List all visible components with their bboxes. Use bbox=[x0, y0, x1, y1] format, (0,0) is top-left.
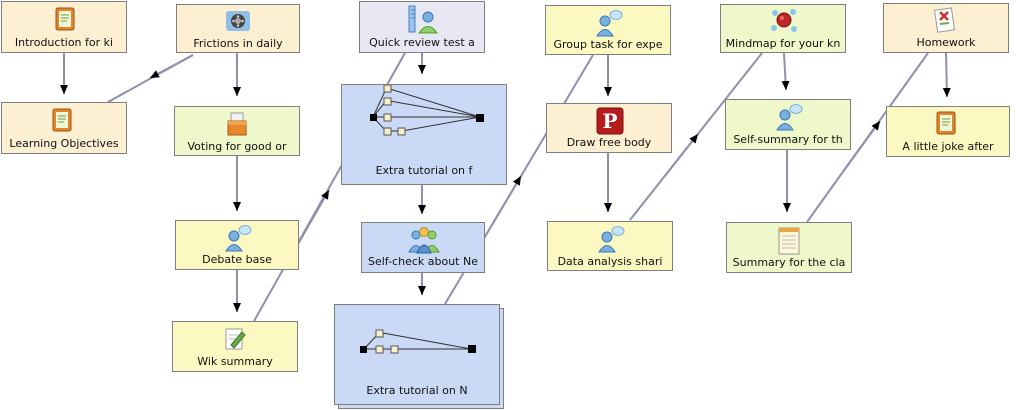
notebook-icon bbox=[55, 7, 75, 31]
checklist-icon bbox=[933, 7, 956, 33]
node-debate[interactable]: Debate base bbox=[175, 220, 299, 270]
node-draw-free-body[interactable]: P Draw free body bbox=[546, 103, 672, 153]
chat-bubbles-icon bbox=[598, 226, 625, 253]
node-self-check[interactable]: Self-check about Ne bbox=[361, 222, 485, 273]
group-icon bbox=[408, 227, 440, 254]
node-wik-summary[interactable]: Wik summary bbox=[172, 321, 298, 372]
mindmap-bubbles-icon bbox=[771, 9, 797, 32]
node-group-task[interactable]: Group task for expe bbox=[545, 5, 671, 55]
node-label: Homework bbox=[916, 36, 976, 49]
node-data-analysis[interactable]: Data analysis shari bbox=[547, 221, 673, 271]
connector-mindmap-to-self-summary bbox=[781, 52, 790, 91]
node-label: Frictions in daily bbox=[193, 37, 283, 50]
chat-bubbles-icon bbox=[225, 225, 252, 252]
node-label: Summary for the cla bbox=[732, 256, 846, 269]
node-label: Introduction for ki bbox=[14, 36, 114, 49]
film-reel-icon bbox=[226, 11, 250, 31]
node-introduction[interactable]: Introduction for ki bbox=[1, 1, 127, 53]
node-label: Self-check about Ne bbox=[368, 255, 478, 268]
node-voting[interactable]: Voting for good or bbox=[174, 106, 300, 156]
node-label: Draw free body bbox=[566, 136, 652, 149]
node-self-summary[interactable]: Self-summary for th bbox=[725, 99, 851, 150]
node-label: Quick review test a bbox=[369, 36, 475, 49]
connector-frictions-arrowhead bbox=[149, 54, 194, 79]
chat-bubbles-icon bbox=[596, 10, 623, 37]
node-label: Voting for good or bbox=[187, 140, 287, 153]
notebook-icon bbox=[52, 108, 72, 132]
test-tube-icon bbox=[408, 5, 438, 34]
node-label: Self-summary for th bbox=[733, 133, 843, 146]
node-little-joke[interactable]: A little joke after bbox=[886, 106, 1010, 157]
ballot-box-icon bbox=[227, 112, 247, 136]
node-label: Data analysis shari bbox=[557, 255, 663, 268]
sequence-flow-icon bbox=[360, 329, 476, 354]
letter-p-icon: P bbox=[596, 107, 624, 135]
node-label: Learning Objectives bbox=[9, 137, 119, 150]
node-label: Mindmap for your kn bbox=[725, 37, 841, 50]
node-summary-cla[interactable]: Summary for the cla bbox=[726, 222, 852, 273]
chat-bubbles-icon bbox=[776, 104, 803, 131]
node-label: Wik summary bbox=[197, 355, 273, 368]
connector-data-analysis-arrowhead bbox=[663, 133, 699, 178]
node-homework[interactable]: Homework bbox=[883, 3, 1009, 53]
node-label: Group task for expe bbox=[553, 38, 663, 51]
pencil-note-icon bbox=[225, 328, 246, 350]
node-label: Debate base bbox=[202, 253, 272, 266]
node-label: Extra tutorial on N bbox=[366, 384, 468, 397]
node-extra-tutorial-n[interactable]: Extra tutorial on N bbox=[334, 304, 500, 405]
connector-summary-cla-arrowhead bbox=[844, 120, 881, 170]
notebook-icon bbox=[936, 111, 956, 135]
node-frictions[interactable]: Frictions in daily bbox=[176, 4, 300, 53]
connector-homework-to-joke bbox=[942, 52, 951, 98]
svg-text:P: P bbox=[602, 109, 617, 133]
node-extra-tutorial-f[interactable]: Extra tutorial on f bbox=[341, 84, 507, 185]
node-label: A little joke after bbox=[902, 140, 994, 153]
node-learning-objectives[interactable]: Learning Objectives bbox=[1, 102, 127, 154]
node-quick-review[interactable]: Quick review test a bbox=[359, 1, 485, 53]
notepad-icon bbox=[778, 227, 800, 255]
branching-flow-icon bbox=[342, 85, 508, 186]
node-mindmap[interactable]: Mindmap for your kn bbox=[720, 4, 846, 53]
node-label: Extra tutorial on f bbox=[375, 164, 473, 177]
connector-extra-n-arrowhead bbox=[479, 175, 522, 246]
